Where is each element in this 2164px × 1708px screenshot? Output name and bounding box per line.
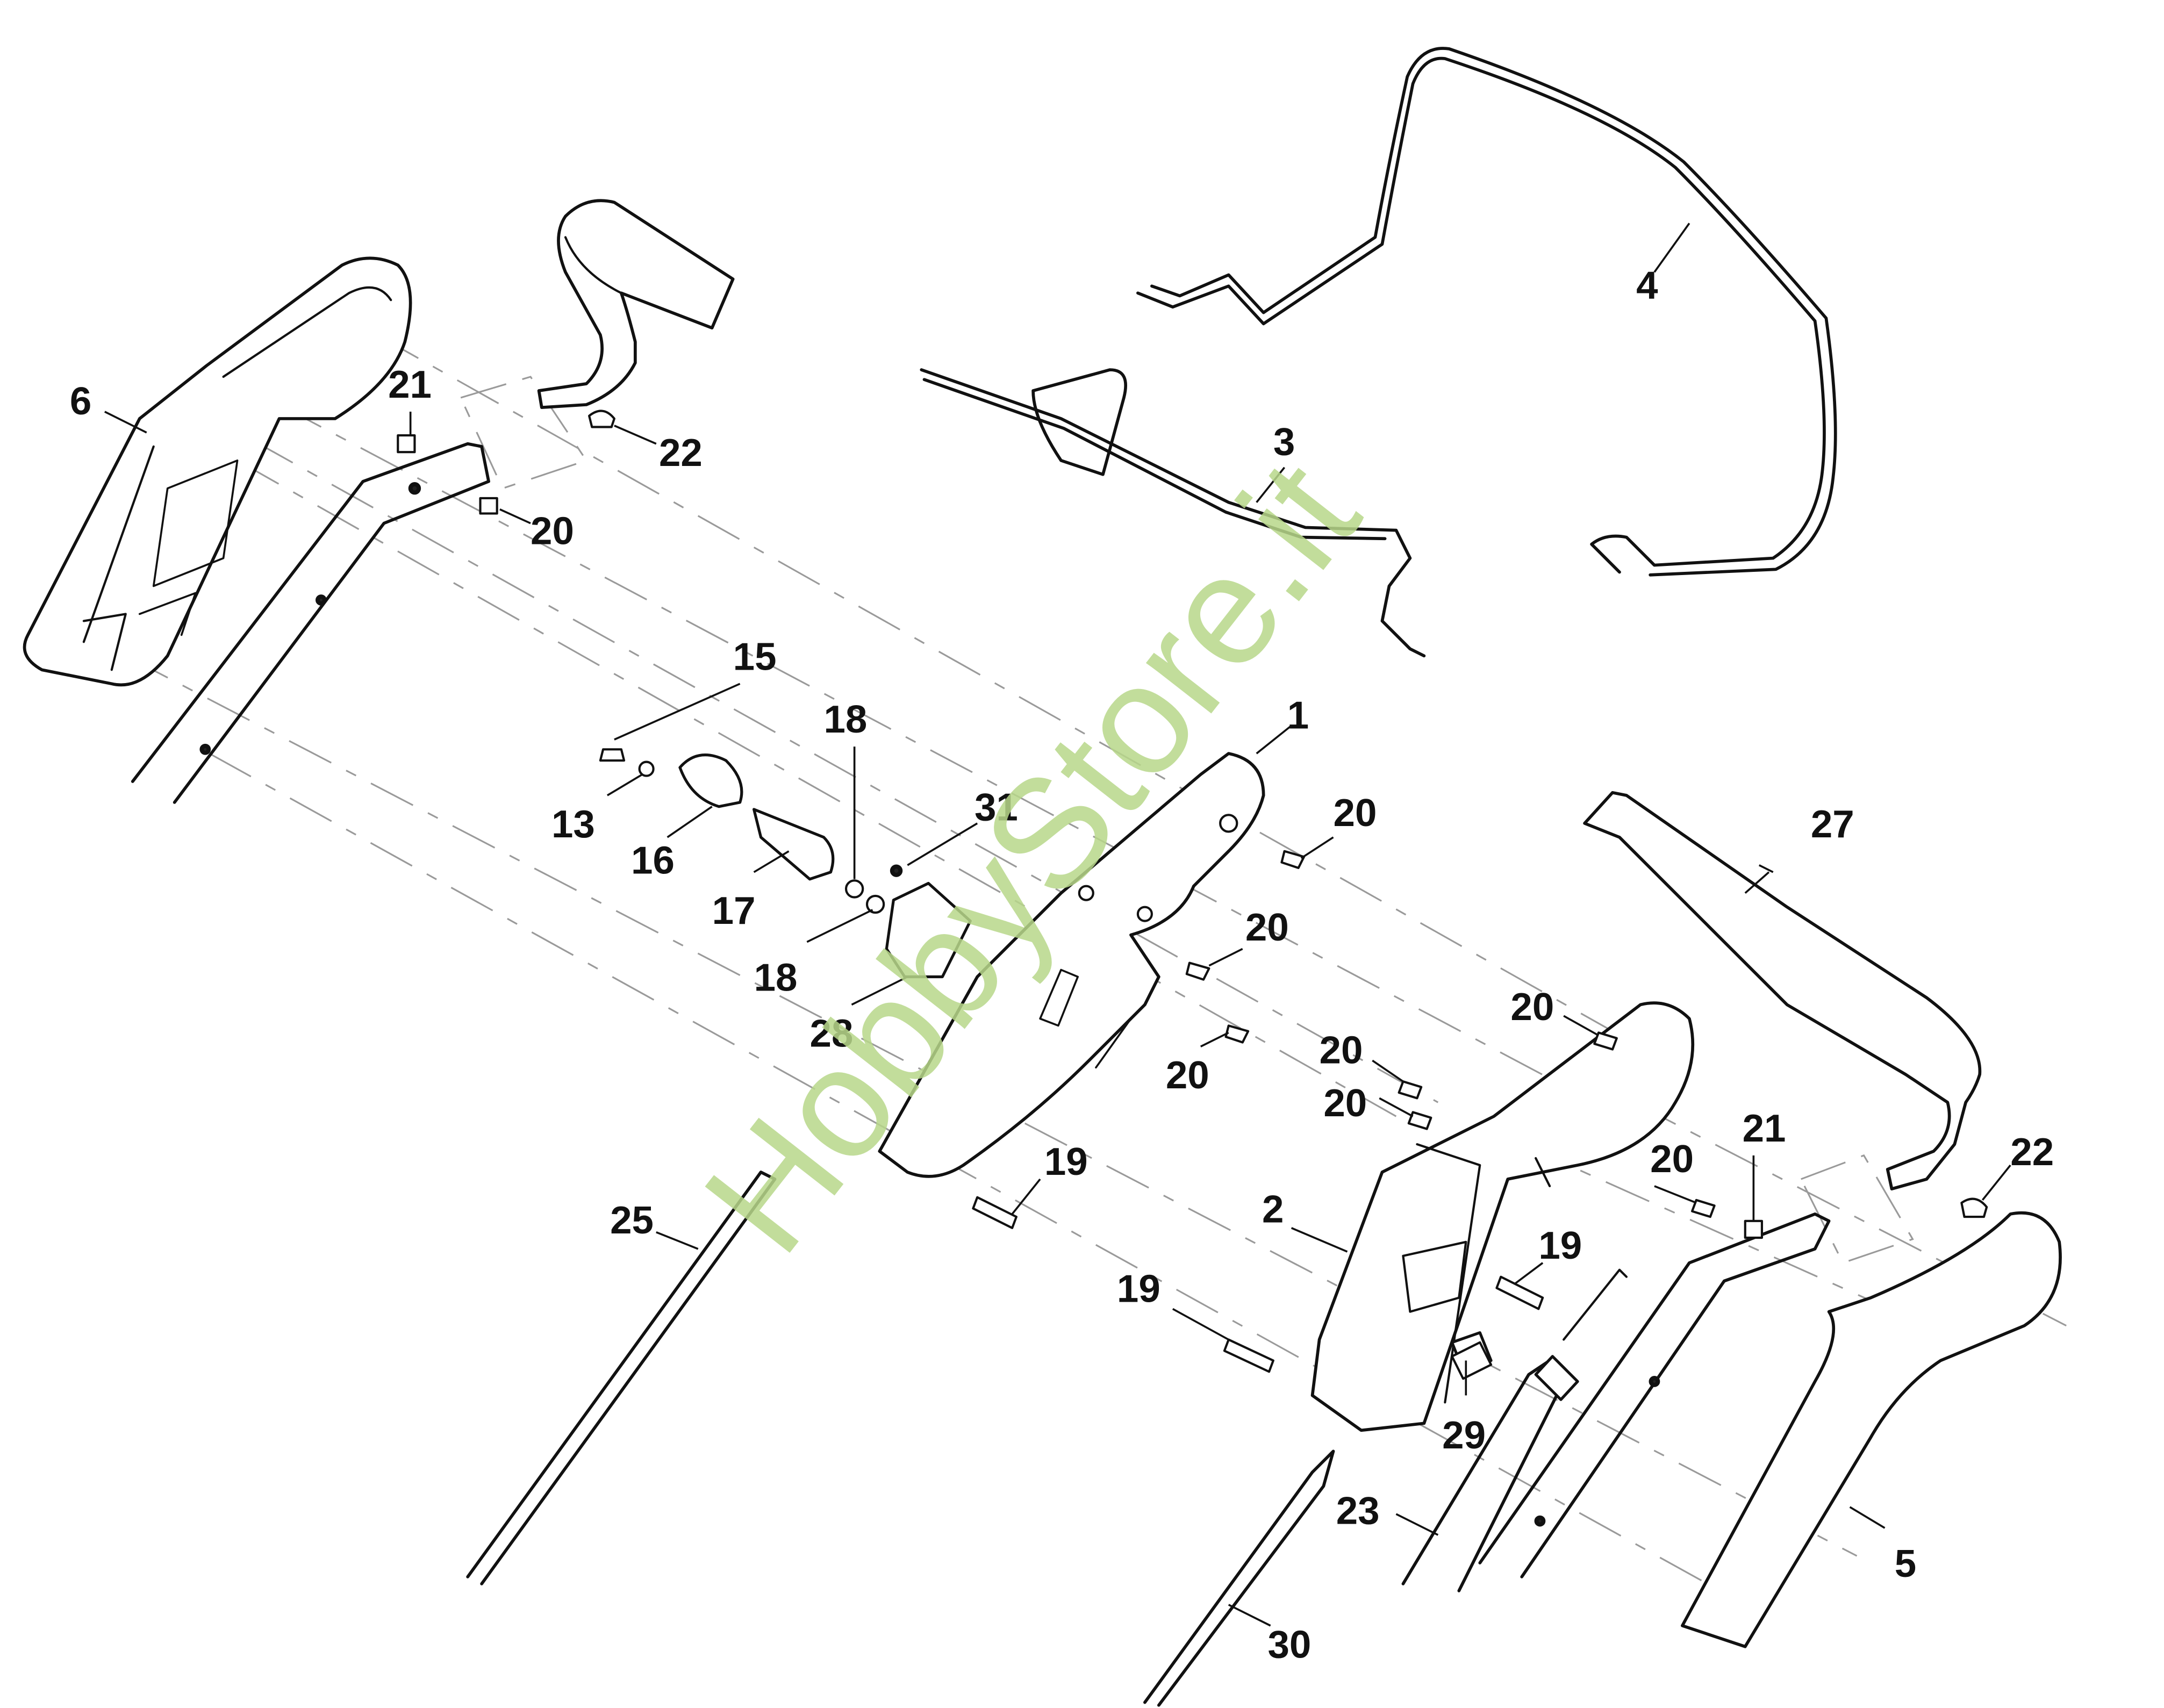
callout-20: 20: [1510, 985, 1554, 1029]
callout-21: 21: [1743, 1107, 1786, 1150]
callout-29: 29: [1442, 1413, 1486, 1457]
callout-21: 21: [388, 363, 432, 406]
callout-22: 22: [659, 431, 703, 475]
callout-18: 18: [754, 956, 798, 999]
callout-19: 19: [1044, 1140, 1088, 1183]
callout-5: 5: [1895, 1542, 1916, 1585]
callout-20: 20: [1334, 791, 1377, 835]
callout-17: 17: [712, 889, 756, 932]
control-cables: [466, 1171, 1628, 1707]
callout-13: 13: [551, 802, 595, 846]
left-handle-tube: [131, 442, 490, 804]
callout-4: 4: [1636, 264, 1658, 307]
upper-left-handle-grip: [537, 199, 735, 410]
callout-6: 6: [70, 379, 91, 423]
callout-20: 20: [1650, 1137, 1694, 1181]
callout-30: 30: [1267, 1623, 1311, 1667]
callout-31: 31: [974, 786, 1018, 829]
callout-3: 3: [1273, 420, 1295, 463]
callout-25: 25: [610, 1199, 654, 1242]
callout-20: 20: [531, 509, 574, 553]
callout-20: 20: [1245, 906, 1289, 949]
callout-27: 27: [1811, 802, 1854, 846]
callout-16: 16: [631, 838, 675, 882]
callout-2: 2: [1262, 1187, 1284, 1231]
switch-and-fastener-parts: [599, 748, 972, 979]
callout-20: 20: [1320, 1028, 1363, 1072]
callout-20: 20: [1323, 1081, 1367, 1125]
callout-18: 18: [823, 698, 867, 741]
callout-1: 1: [1287, 693, 1309, 737]
part-2-right-console: [1310, 1001, 1695, 1432]
callout-19: 19: [1538, 1224, 1582, 1267]
part-1-centre-mounting-plate: [878, 752, 1265, 1178]
callout-28: 28: [810, 1011, 854, 1055]
screws-and-nuts: [397, 410, 1988, 1380]
callout-19: 19: [1117, 1267, 1160, 1310]
part-3-control-bar: [920, 368, 1426, 658]
callout-22: 22: [2010, 1130, 2054, 1174]
callout-20: 20: [1166, 1053, 1209, 1097]
callout-23: 23: [1336, 1489, 1380, 1532]
part-6-left-handle-cover: [23, 256, 412, 687]
callout-leader-lines: [104, 223, 2011, 1627]
part-4-loop-handle-bar: [1136, 47, 1837, 577]
callout-labels: 6 21 22 20 4 3 15 13 16 17 18 18 31 28 1…: [70, 264, 2054, 1667]
part-27-upper-right-handle-grip: [1583, 791, 1982, 1190]
assembly-guide-lines: [125, 334, 2067, 1606]
part-5-right-handle-cover: [1681, 1211, 2062, 1648]
right-handle-tube: [1478, 1212, 1831, 1578]
callout-15: 15: [733, 635, 777, 678]
